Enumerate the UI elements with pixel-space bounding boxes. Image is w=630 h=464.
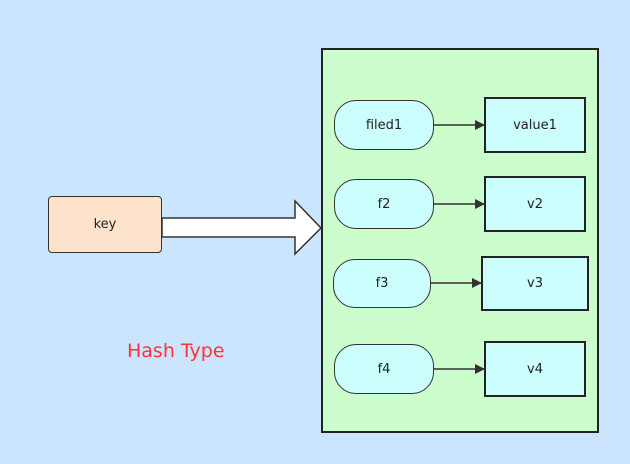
big-arrow (161, 199, 323, 256)
value-label: v4 (527, 361, 543, 377)
field-filed1: filed1 (334, 100, 434, 150)
field-label: f3 (375, 276, 389, 291)
field-f3: f3 (333, 259, 431, 308)
field-label: filed1 (365, 117, 403, 133)
field-label: f2 (377, 196, 391, 212)
field-f2: f2 (334, 179, 434, 229)
value-label: v3 (527, 276, 543, 291)
value-v4: v4 (484, 341, 586, 397)
key-box: key (48, 196, 162, 253)
value-v3: v3 (481, 256, 589, 311)
value-v2: v2 (484, 176, 586, 232)
key-label: key (93, 217, 117, 232)
field-label: f4 (377, 361, 391, 377)
value-label: v2 (527, 196, 543, 212)
field-f4: f4 (334, 344, 434, 394)
diagram-caption: Hash Type (127, 340, 225, 362)
value-value1: value1 (484, 97, 586, 153)
value-label: value1 (513, 117, 557, 133)
